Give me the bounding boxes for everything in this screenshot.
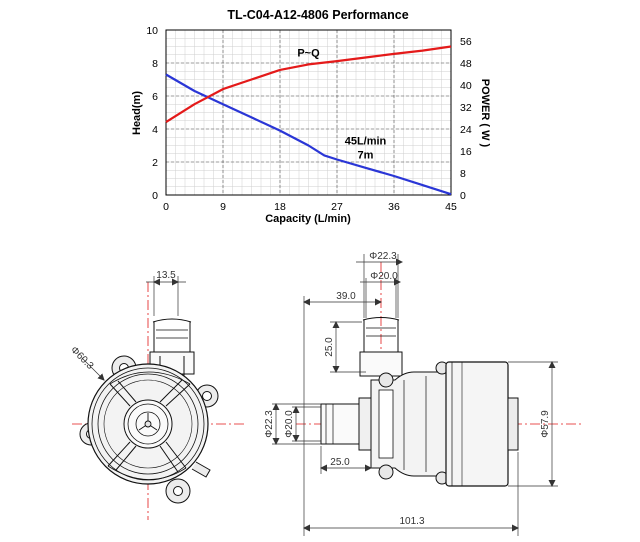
y-right-tick-label: 16 bbox=[460, 146, 472, 158]
front-cable-stub bbox=[191, 461, 211, 478]
y-right-tick-label: 8 bbox=[460, 168, 466, 180]
y-axis-right-ticks: 0 8 16 24 32 40 48 56 bbox=[460, 36, 472, 202]
dim-diameter-leader bbox=[81, 357, 105, 381]
power-curve bbox=[165, 45, 452, 124]
plot-border bbox=[165, 29, 452, 196]
y-left-tick-label: 2 bbox=[152, 157, 158, 169]
y-left-tick-label: 10 bbox=[146, 25, 158, 37]
pump-front-view bbox=[72, 276, 245, 520]
side-outlet-pipe bbox=[359, 317, 403, 377]
y-left-tick-label: 0 bbox=[152, 190, 158, 202]
front-ribs bbox=[107, 371, 191, 480]
y-right-tick-label: 48 bbox=[460, 58, 472, 70]
chart-annotations: P~Q 45L/min 7m bbox=[297, 47, 386, 161]
x-tick-label: 0 bbox=[163, 201, 169, 213]
dim-outlet-height: 25.0 bbox=[324, 337, 335, 357]
x-axis-label: Capacity (L/min) bbox=[265, 213, 351, 225]
dim-overall-length: 101.3 bbox=[399, 516, 424, 527]
y-right-tick-label: 0 bbox=[460, 190, 466, 202]
y-right-tick-label: 24 bbox=[460, 124, 472, 136]
performance-chart: TL-C04-A12-4806 Performance 0 9 18 27 36 45 0… bbox=[131, 8, 491, 225]
y-left-tick-label: 8 bbox=[152, 58, 158, 70]
side-dimensions bbox=[272, 254, 558, 536]
front-impeller bbox=[138, 413, 158, 431]
chart-annotation: P~Q bbox=[297, 47, 320, 59]
x-tick-label: 18 bbox=[274, 201, 286, 213]
dim-outlet-width-label: 13.5 bbox=[156, 270, 176, 281]
side-inlet-pipe bbox=[320, 397, 372, 451]
dim-body-diameter: Φ57.9 bbox=[540, 410, 551, 438]
y-left-tick-label: 6 bbox=[152, 91, 158, 103]
x-axis-ticks: 0 9 18 27 36 45 bbox=[163, 201, 457, 213]
side-motor-body bbox=[445, 361, 519, 487]
chart-annotation: 45L/min bbox=[345, 136, 387, 148]
head-curve bbox=[165, 73, 452, 196]
dim-inlet-outer-diameter: Φ22.3 bbox=[264, 410, 275, 438]
dim-outlet-outer-diameter: Φ22.3 bbox=[369, 251, 397, 262]
y-axis-left-label: Head(m) bbox=[131, 91, 143, 135]
x-tick-label: 27 bbox=[331, 201, 343, 213]
dim-inlet-length: 25.0 bbox=[330, 457, 350, 468]
dim-inlet-inner-diameter: Φ20.0 bbox=[284, 410, 295, 438]
y-axis-right-label: POWER ( W ) bbox=[479, 79, 491, 148]
pump-side-view bbox=[272, 254, 584, 536]
chart-annotation: 7m bbox=[358, 150, 374, 162]
y-axis-left-ticks: 0 2 4 6 8 10 bbox=[146, 25, 158, 202]
x-tick-label: 45 bbox=[445, 201, 457, 213]
y-right-tick-label: 32 bbox=[460, 102, 472, 114]
y-left-tick-label: 4 bbox=[152, 124, 158, 136]
y-right-tick-label: 40 bbox=[460, 80, 472, 92]
side-volute bbox=[370, 361, 449, 485]
dim-outlet-width bbox=[146, 276, 186, 316]
chart-title: TL-C04-A12-4806 Performance bbox=[227, 8, 408, 22]
dim-outlet-inner-diameter: Φ20.0 bbox=[370, 271, 398, 282]
x-tick-label: 36 bbox=[388, 201, 400, 213]
chart-grid bbox=[165, 29, 452, 196]
dim-inlet-offset: 39.0 bbox=[336, 291, 356, 302]
x-tick-label: 9 bbox=[220, 201, 226, 213]
chart-series bbox=[165, 45, 452, 196]
y-right-tick-label: 56 bbox=[460, 36, 472, 48]
